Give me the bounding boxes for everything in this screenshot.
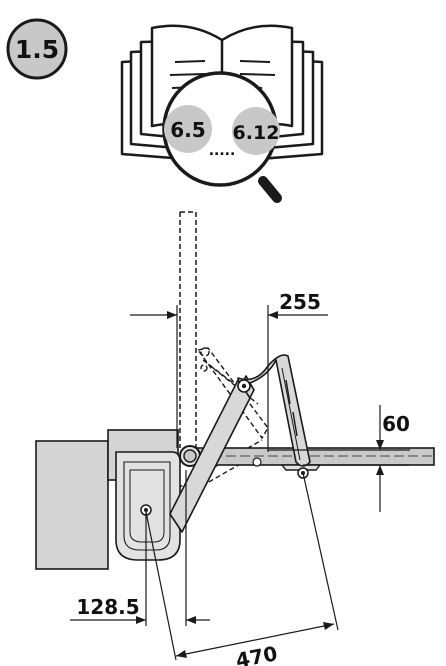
- gate-leaf-open-position: [179, 211, 197, 448]
- step-badge: 1.5: [6, 18, 68, 80]
- step-number: 1.5: [15, 35, 59, 64]
- wall-column: [35, 440, 109, 570]
- dimension-pivot-offset: [70, 470, 210, 626]
- gate-arm: [237, 354, 311, 467]
- page-ref-to-badge: [232, 107, 280, 155]
- dimension-pivot-offset-label: 128.5: [76, 595, 139, 619]
- page-ref-from-badge: [164, 105, 212, 153]
- page-ref-ellipsis: .....: [209, 143, 236, 159]
- dimension-top-offset: [130, 305, 328, 452]
- page-ref-to: 6.12: [233, 122, 280, 144]
- dimension-beam-gap-label: 60: [382, 412, 410, 436]
- dimension-diagonal: [145, 472, 339, 661]
- dimension-top-offset-label: 255: [279, 290, 321, 314]
- magnifier-icon: 6.5 6.12 .....: [162, 71, 282, 203]
- dimension-beam-gap: [268, 405, 410, 512]
- page-ref-from: 6.5: [170, 118, 205, 142]
- dimension-diagonal-label: 470: [234, 641, 280, 666]
- drive-arm-visible: [169, 379, 251, 533]
